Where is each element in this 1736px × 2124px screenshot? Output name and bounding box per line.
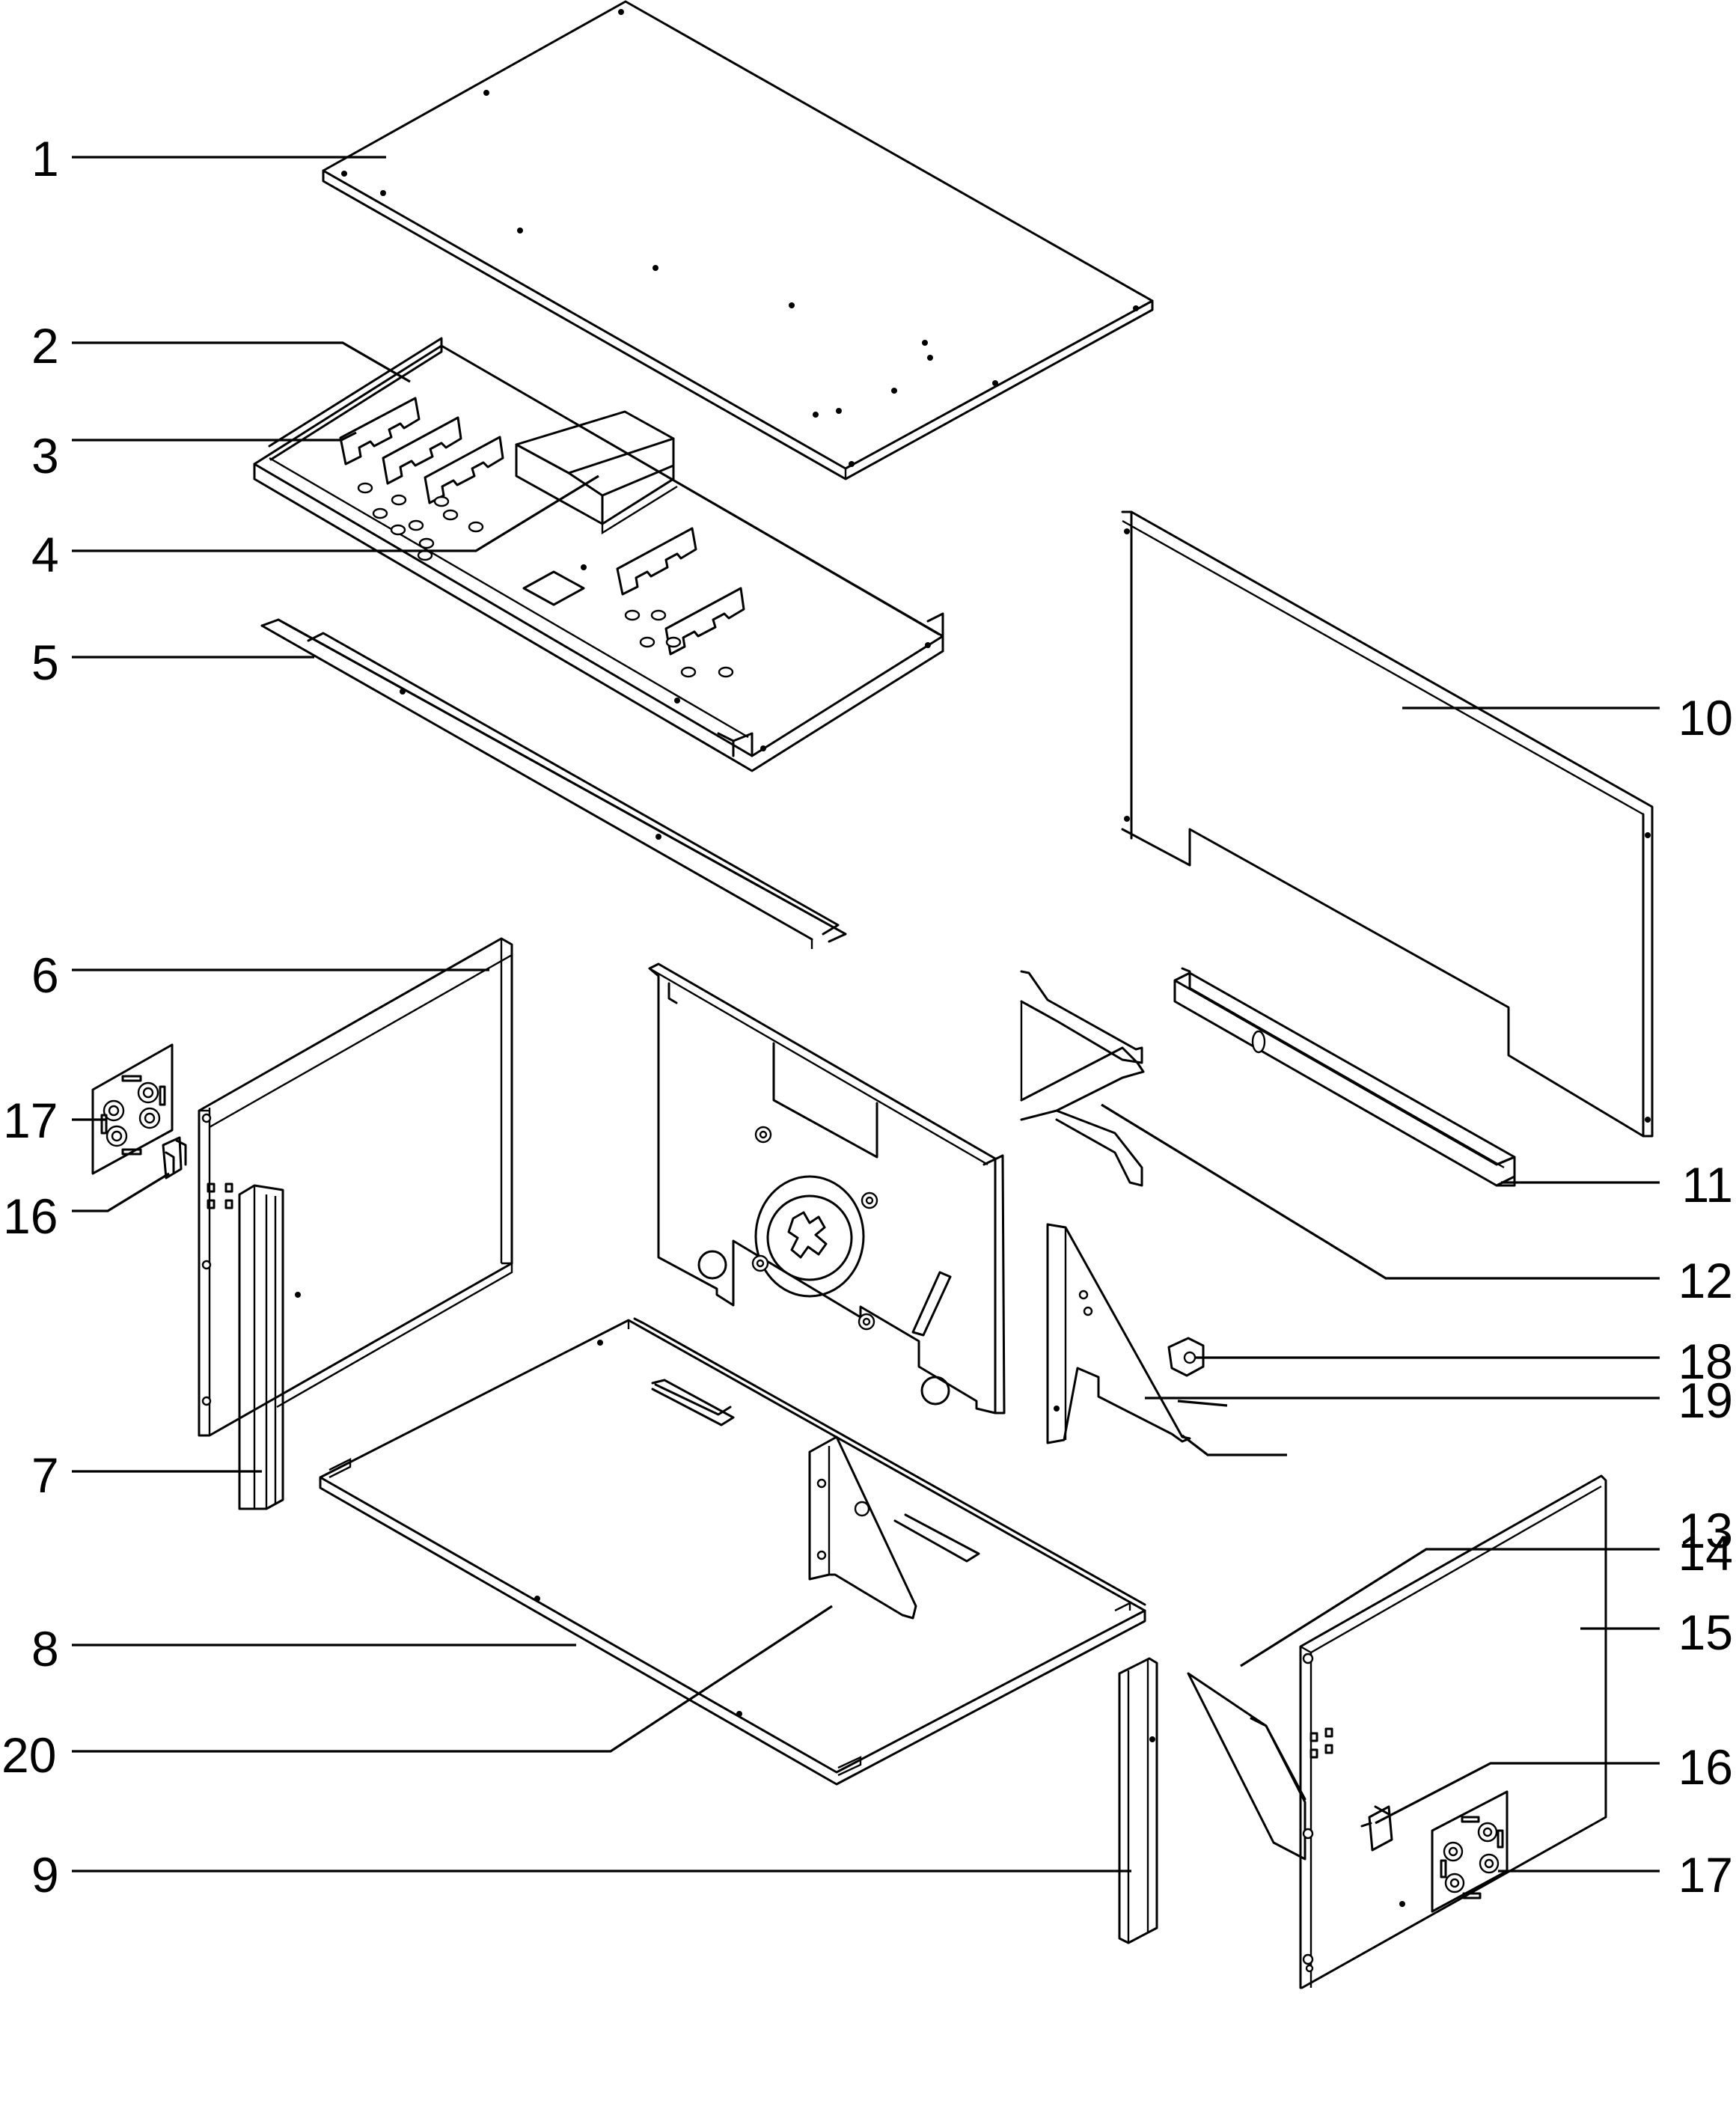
- part-15-right-side-panel: [1299, 1474, 1607, 1989]
- part-1-top-cover: [322, 0, 1154, 480]
- part-17-right-mount-plate: [1431, 1790, 1509, 1913]
- callout-9: 9: [31, 1847, 59, 1902]
- callout-8: 8: [31, 1621, 59, 1676]
- part-18-small-clip: [1167, 1337, 1205, 1377]
- part-2-top-tray: [253, 337, 944, 772]
- callout-3: 3: [31, 428, 59, 483]
- callout-4: 4: [31, 527, 59, 582]
- callout-2: 2: [31, 318, 59, 373]
- callout-17-right: 17: [1678, 1847, 1733, 1902]
- part-6-left-side-panel: [198, 937, 513, 1437]
- leader-lines: [72, 156, 1660, 1873]
- callout-6: 6: [31, 947, 59, 1003]
- callout-16-right: 16: [1678, 1739, 1733, 1795]
- callout-20: 20: [1, 1727, 56, 1783]
- callout-1: 1: [31, 131, 59, 186]
- callout-labels: 1 2 3 4 5 6 17 16 7 8 20 9 10 11 12 18 1…: [1, 131, 1733, 1902]
- part-7-left-post: [238, 1184, 284, 1510]
- part-11-angled-rail: [1173, 967, 1516, 1187]
- callout-14: 14: [1678, 1525, 1733, 1581]
- part-9-right-post: [1118, 1657, 1158, 1944]
- callout-12: 12: [1678, 1253, 1733, 1308]
- callout-10: 10: [1678, 690, 1733, 745]
- part-4-duct-box: [515, 410, 678, 535]
- callout-5: 5: [31, 635, 59, 690]
- part-5-rail: [260, 618, 847, 949]
- part-13-middle-panel: [648, 962, 1006, 1415]
- part-8-base-tray: [319, 1317, 1146, 1786]
- part-16-left-clip: [162, 1136, 187, 1180]
- part-17-left-mount-plate: [91, 1043, 174, 1175]
- callout-13: 13: [1678, 1503, 1733, 1558]
- callout-15: 15: [1678, 1605, 1733, 1660]
- part-10-back-panel: [1121, 510, 1654, 1138]
- callout-19: 19: [1678, 1373, 1733, 1428]
- callout-17-left: 17: [3, 1093, 58, 1148]
- part-19-triangle-support: [1046, 1223, 1191, 1444]
- callout-18: 18: [1678, 1334, 1733, 1389]
- callout-16-left: 16: [3, 1188, 58, 1244]
- part-20-gusset: [808, 1435, 917, 1620]
- part-12-bracket: [1020, 970, 1145, 1187]
- part-16-right-clip: [1360, 1805, 1393, 1852]
- part-14-front-triangle: [1187, 1672, 1306, 1861]
- callout-7: 7: [31, 1447, 59, 1503]
- callout-11: 11: [1681, 1157, 1733, 1212]
